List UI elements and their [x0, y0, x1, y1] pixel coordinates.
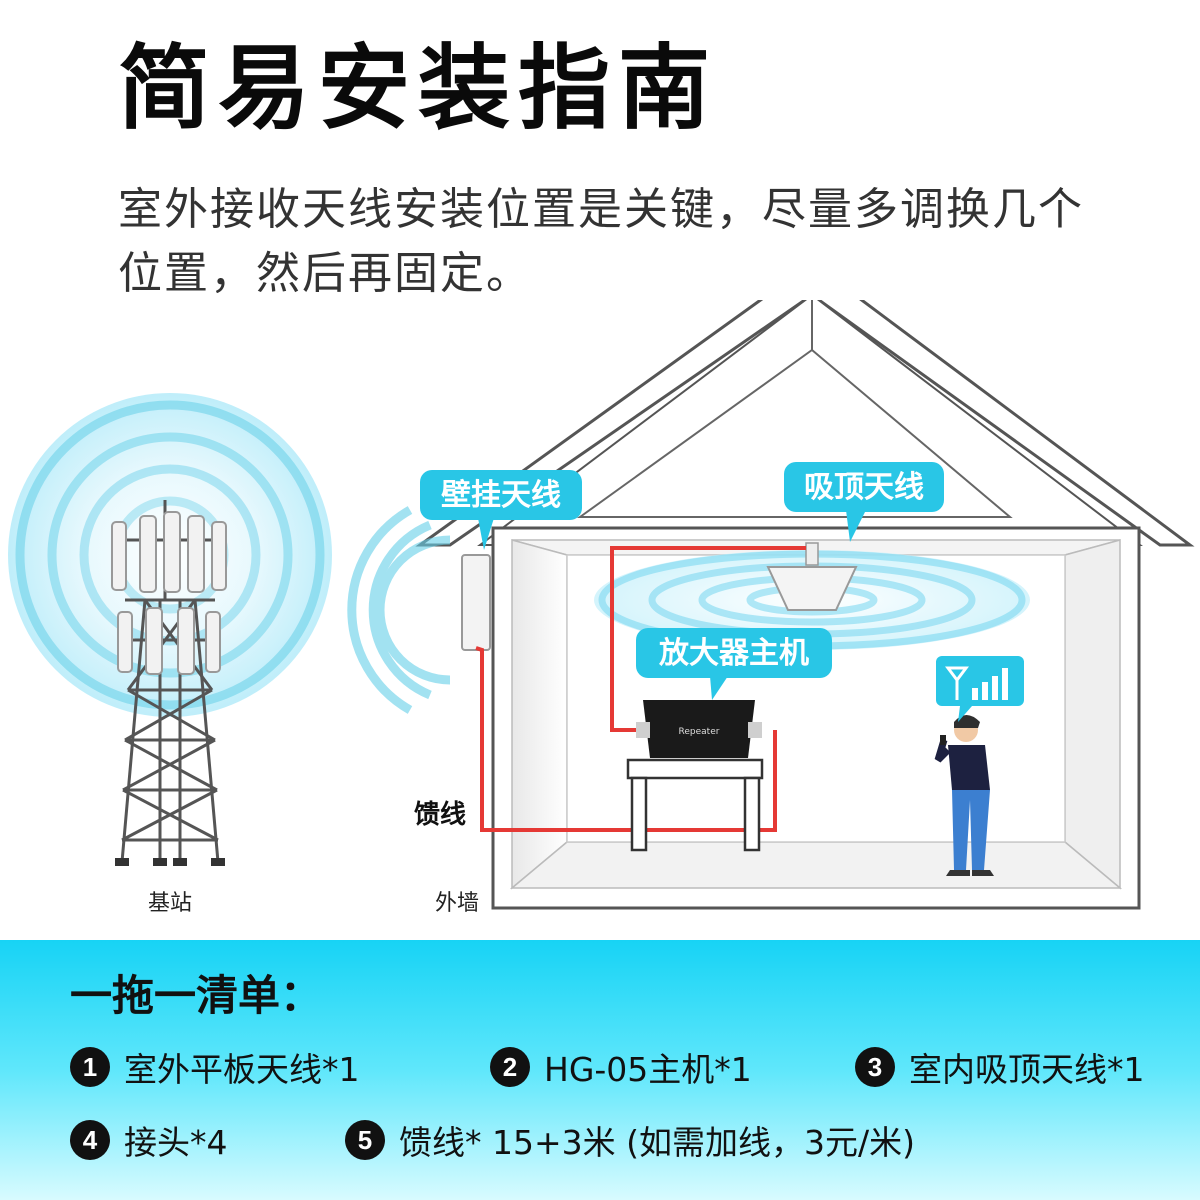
- outer-wall-label: 外墙: [435, 891, 479, 916]
- repeater-text: Repeater: [679, 727, 720, 737]
- item-number-badge: 4: [70, 1120, 110, 1160]
- installation-diagram: 基站: [8, 300, 1195, 916]
- item-number-badge: 3: [855, 1047, 895, 1087]
- callout-amplifier-text: 放大器主机: [658, 636, 809, 671]
- repeater-amplifier-icon: Repeater: [636, 700, 762, 758]
- checklist-item: 5 馈线* 15+3米 (如需加线，3元/米): [345, 1116, 915, 1164]
- item-label: 馈线* 15+3米 (如需加线，3元/米): [399, 1123, 915, 1162]
- feeder-cable: [475, 546, 806, 832]
- tower-feet: [115, 858, 225, 866]
- person-icon: [934, 715, 994, 876]
- checklist-item: 1 室外平板天线*1: [70, 1043, 360, 1091]
- item-label: HG-05主机*1: [544, 1050, 752, 1089]
- item-label: 室外平板天线*1: [124, 1050, 360, 1089]
- item-label: 室内吸顶天线*1: [909, 1050, 1145, 1089]
- callout-wall-antenna: 壁挂天线: [420, 470, 582, 550]
- checklist-item: 4 接头*4: [70, 1116, 228, 1164]
- ceiling-antenna-icon: [766, 542, 858, 611]
- tower-panel-antennas: [111, 511, 227, 675]
- base-station-label: 基站: [148, 891, 192, 916]
- table-icon: [626, 758, 764, 852]
- checklist-title: 一拖一清单：: [70, 971, 323, 1020]
- page-title: 简易安装指南: [118, 35, 719, 142]
- item-label: 接头*4: [124, 1123, 228, 1162]
- signal-strength-icon: [936, 656, 1024, 722]
- checklist-item: 3 室内吸顶天线*1: [855, 1043, 1145, 1091]
- wall-panel-antenna-icon: [461, 554, 491, 651]
- item-number-badge: 2: [490, 1047, 530, 1087]
- callout-wall-antenna-text: 壁挂天线: [441, 478, 561, 513]
- checklist-item: 2 HG-05主机*1: [490, 1043, 752, 1091]
- feeder-label: 馈线: [414, 800, 466, 830]
- item-number-badge: 5: [345, 1120, 385, 1160]
- wall-antenna-signal-waves: [347, 506, 451, 714]
- callout-amplifier: 放大器主机: [636, 628, 832, 700]
- page-subtitle: 室外接收天线安装位置是关键，尽量多调换几个位置，然后再固定。: [118, 184, 1084, 299]
- item-number-badge: 1: [70, 1047, 110, 1087]
- callout-ceiling-antenna-text: 吸顶天线: [804, 470, 924, 505]
- callout-ceiling-antenna: 吸顶天线: [784, 462, 944, 542]
- checklist-panel: 一拖一清单： 1 室外平板天线*1 2 HG-05主机*1 3 室内吸顶天线*1…: [0, 940, 1200, 1200]
